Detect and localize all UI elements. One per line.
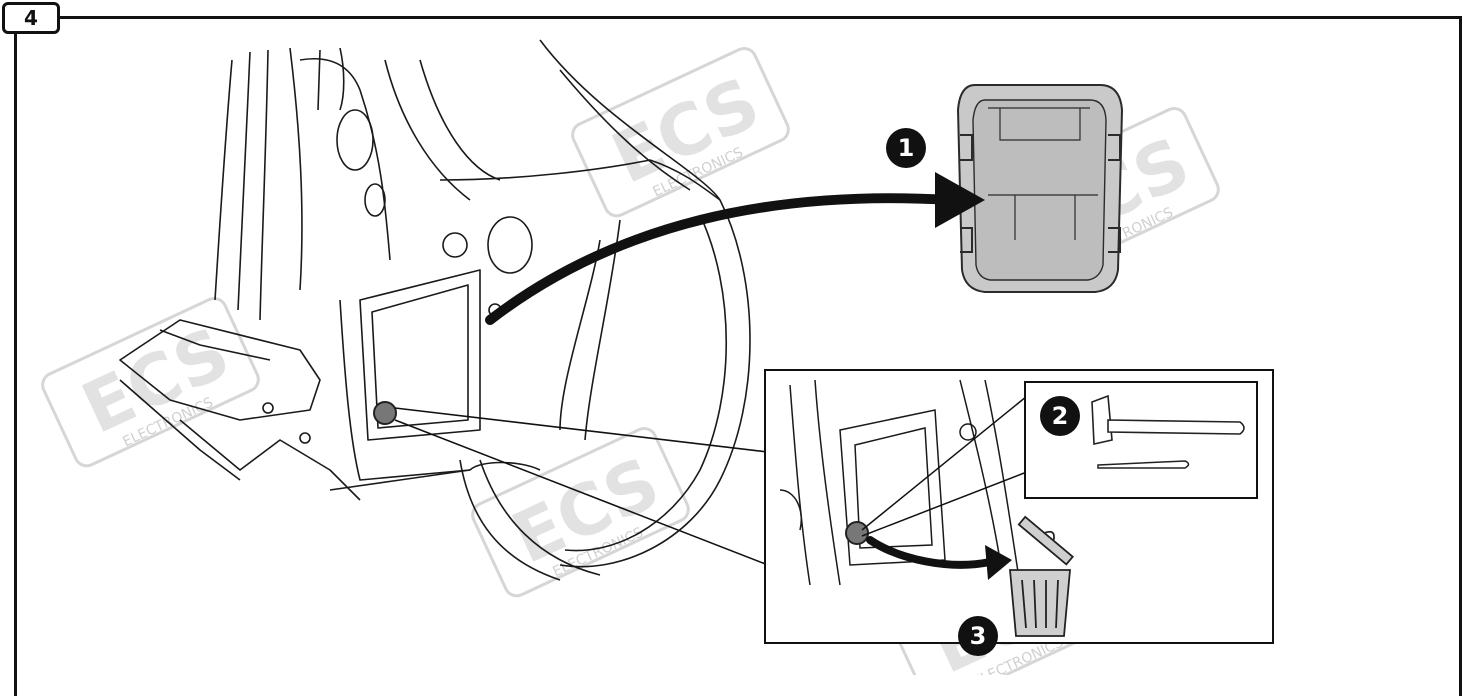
cover-panel-icon xyxy=(956,84,1124,293)
callout-1: 1 xyxy=(886,128,926,168)
step-number: 4 xyxy=(24,6,38,30)
removal-arrow-1 xyxy=(485,172,985,325)
hammer-icon xyxy=(1091,394,1245,445)
step-number-tab: 4 xyxy=(2,2,60,34)
diagram-frame xyxy=(14,16,1462,696)
detail-inset xyxy=(764,369,1274,644)
watermark-3: ECS ELECTRONICS xyxy=(41,297,260,468)
trash-bin-icon xyxy=(1009,515,1074,637)
callout-3: 3 xyxy=(958,616,998,656)
callout-2: 2 xyxy=(1040,396,1080,436)
callout-2-label: 2 xyxy=(1051,402,1069,430)
watermark-4: ECS ELECTRONICS xyxy=(471,427,690,598)
vehicle-body-drawing xyxy=(119,39,751,581)
watermark-1: ECS ELECTRONICS xyxy=(571,47,790,218)
callout-1-label: 1 xyxy=(897,134,915,162)
removal-arrow-3 xyxy=(866,536,994,569)
callout-3-label: 3 xyxy=(969,622,987,650)
installation-illustration: ECS ELECTRONICS ECS ELECTRONICS ECS ELEC… xyxy=(41,39,1274,675)
plug-icon xyxy=(373,401,397,425)
zoom-leader-lines xyxy=(394,407,769,566)
punch-icon xyxy=(1097,460,1190,469)
plug-detail-icon xyxy=(845,521,869,545)
